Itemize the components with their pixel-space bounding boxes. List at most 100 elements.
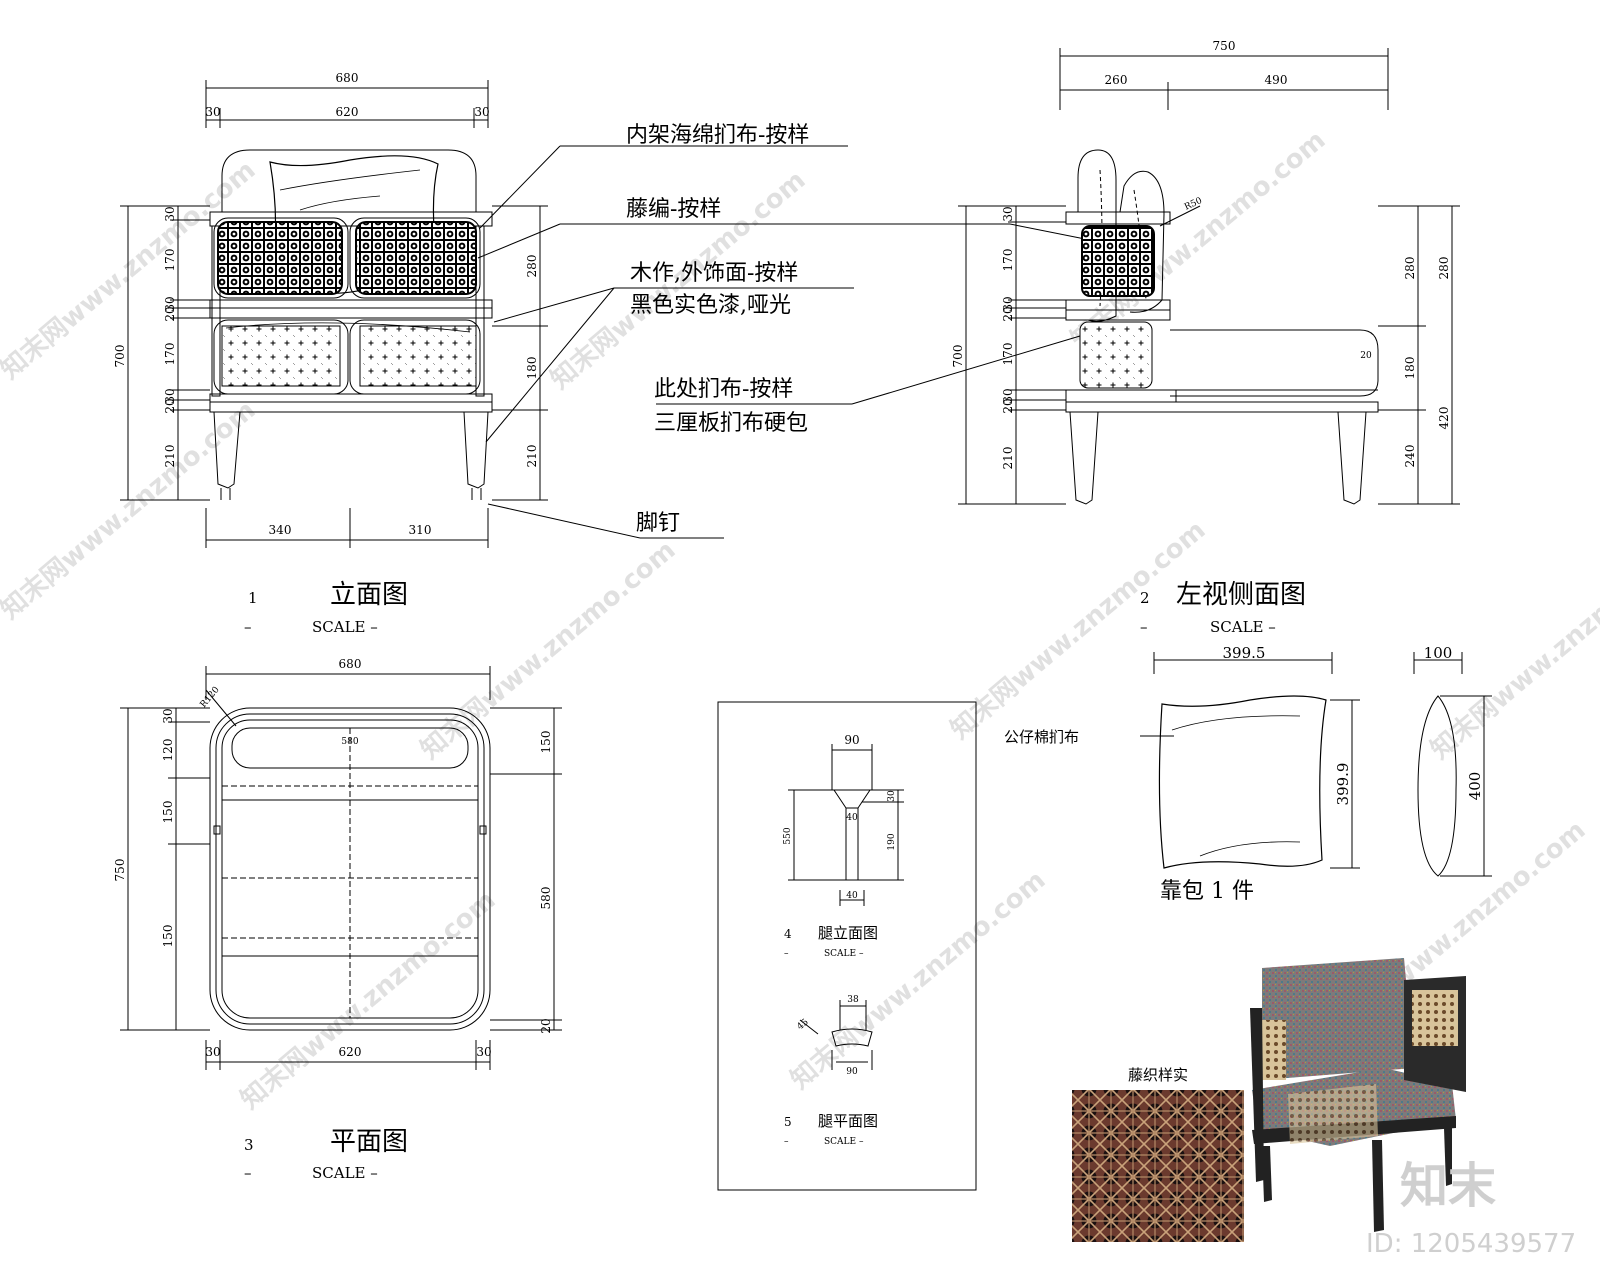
callout-foot-nail: 脚钉 xyxy=(636,511,680,536)
leg-plan-title: 腿平面图 xyxy=(818,1112,878,1130)
dim-overall-width: 680 xyxy=(336,71,359,85)
view-title: 平面图 xyxy=(330,1127,408,1157)
callout-upholstery: 此处扪布-按样 xyxy=(654,377,793,402)
dim-h-rail3: 30 xyxy=(163,388,177,403)
view-number: 3 xyxy=(244,1136,254,1154)
dim-h-leg: 210 xyxy=(163,445,177,468)
pillow-fabric-label: 公仔棉扪布 xyxy=(1004,728,1079,746)
chair-photo xyxy=(1250,958,1466,1232)
brand-watermark: 知末 ID: 1205439577 xyxy=(1366,1158,1576,1259)
dim-height-total: 700 xyxy=(951,345,965,368)
view-dash: – xyxy=(244,618,252,636)
logo-text: 知末 xyxy=(1400,1158,1496,1214)
watermark-text: 知末网www.znzmo.com xyxy=(785,865,1051,1095)
dim-d-total: 750 xyxy=(113,859,127,882)
dim-d-b: 150 xyxy=(161,925,175,948)
dim-r-seat: 180 xyxy=(1403,357,1417,380)
dim-r-leg: 240 xyxy=(1403,445,1417,468)
callout-woodwork: 木作,外饰面-按样 xyxy=(630,261,798,286)
view-number: 2 xyxy=(1140,589,1150,607)
pillow-width: 399.5 xyxy=(1223,644,1266,662)
leg-plan-bottom: 90 xyxy=(846,1067,858,1077)
dim-r-top: 150 xyxy=(539,731,553,754)
dim-side-right: 30 xyxy=(476,1045,491,1059)
view-scale: SCALE – xyxy=(1210,618,1276,636)
leg-elev-bottom: 40 xyxy=(846,891,858,901)
dim-h-rail4: 20 xyxy=(1001,398,1015,413)
dim-h-rail3: 30 xyxy=(1001,388,1015,403)
dim-r-back: 280 xyxy=(1403,257,1417,280)
leg-elev-title: 腿立面图 xyxy=(818,924,878,942)
dim-h-rail4: 20 xyxy=(163,398,177,413)
dim-height-total: 700 xyxy=(113,345,127,368)
front-elevation xyxy=(120,80,548,548)
image-id: ID: 1205439577 xyxy=(1366,1229,1576,1259)
leg-elev-mid: 190 xyxy=(887,833,897,850)
dim-r-bottom: 20 xyxy=(539,1018,553,1033)
pillow-detail-text: 399.5 399.9 100 400 公仔棉扪布 靠包 1 件 xyxy=(1004,644,1484,904)
dim-d-top: 30 xyxy=(161,708,175,723)
leg-elev-inner: 40 xyxy=(846,813,858,823)
dim-bottom-right: 310 xyxy=(409,523,432,537)
dim-h-top: 30 xyxy=(163,206,177,221)
pillow-detail xyxy=(1140,652,1492,877)
watermark-text: 知末网www.znzmo.com xyxy=(945,515,1211,745)
plan-view-title: 3 平面图 – SCALE – xyxy=(244,1127,408,1182)
dim-h-seat: 170 xyxy=(163,343,177,366)
dim-h-top: 30 xyxy=(1001,206,1015,221)
dim-inner-width: 620 xyxy=(339,1045,362,1059)
view-title: 立面图 xyxy=(330,580,408,610)
dim-side-left: 30 xyxy=(205,1045,220,1059)
dim-angle: R50 xyxy=(1183,196,1204,213)
callout-leaders xyxy=(477,145,1091,539)
dim-r-cush: 20 xyxy=(1360,351,1372,361)
leg-plan-scale: SCALE – xyxy=(824,1137,864,1147)
leg-elev-scale: SCALE – xyxy=(824,949,864,959)
view-scale: SCALE – xyxy=(312,618,378,636)
front-elevation-dims: 680 620 30 30 700 30 170 30 20 170 30 20… xyxy=(113,71,539,537)
side-elevation xyxy=(958,48,1460,505)
leg-detail-text: 90 550 40 190 30 40 4 腿立面图 – SCALE – 38 … xyxy=(783,733,897,1147)
dim-r-seat-height: 420 xyxy=(1437,407,1451,430)
view-title: 左视侧面图 xyxy=(1176,580,1306,610)
leg-elev-number: 4 xyxy=(784,927,792,941)
dim-inner-mark: 580 xyxy=(341,737,358,747)
side-elevation-dims: 750 260 490 R50 30 170 30 20 170 30 20 2… xyxy=(951,39,1451,469)
view-dash: – xyxy=(1140,618,1148,636)
callout-lacquer: 黑色实色漆,哑光 xyxy=(630,293,791,318)
watermark-text: 知末网www.znzmo.com xyxy=(235,885,501,1115)
leg-elev-small: 30 xyxy=(887,790,897,802)
dim-r-back: 280 xyxy=(525,255,539,278)
watermark-text: 知末网www.znzmo.com xyxy=(0,395,261,625)
dim-h-rail2: 20 xyxy=(163,306,177,321)
dim-side-left: 30 xyxy=(205,105,220,119)
pillow-side-height: 400 xyxy=(1466,772,1484,801)
dim-d-seat: 490 xyxy=(1265,73,1288,87)
leg-elev-dash: – xyxy=(784,949,789,959)
dim-radius: R120 xyxy=(199,685,222,710)
callout-hardboard: 三厘板扪布硬包 xyxy=(654,411,808,436)
view-scale: SCALE – xyxy=(312,1164,378,1182)
dim-bottom-left: 340 xyxy=(269,523,292,537)
plan-view xyxy=(120,666,562,1070)
dim-r-back2: 280 xyxy=(1437,257,1451,280)
dim-side-right: 30 xyxy=(474,105,489,119)
leg-plan-side: 45 xyxy=(796,1017,811,1032)
rattan-sample-image xyxy=(1072,1090,1244,1242)
view-number: 1 xyxy=(248,589,258,607)
leg-plan-dash: – xyxy=(784,1137,789,1147)
rattan-sample-label: 藤织样实 xyxy=(1128,1066,1188,1084)
front-elevation-title: 1 立面图 – SCALE – xyxy=(244,580,408,636)
dim-overall-width: 680 xyxy=(339,657,362,671)
callout-labels: 内架海绵扪布-按样 藤编-按样 木作,外饰面-按样 黑色实色漆,哑光 此处扪布-… xyxy=(626,123,809,536)
dim-d-a: 150 xyxy=(161,801,175,824)
dim-h-rail: 30 xyxy=(163,296,177,311)
dim-h-rail: 30 xyxy=(1001,296,1015,311)
pillow-thickness: 100 xyxy=(1424,644,1453,662)
leg-elev-top: 90 xyxy=(844,733,859,747)
dim-h-back: 170 xyxy=(163,249,177,272)
dim-h-back: 170 xyxy=(1001,249,1015,272)
leg-plan-number: 5 xyxy=(784,1115,792,1129)
pillow-height: 399.9 xyxy=(1334,763,1352,806)
